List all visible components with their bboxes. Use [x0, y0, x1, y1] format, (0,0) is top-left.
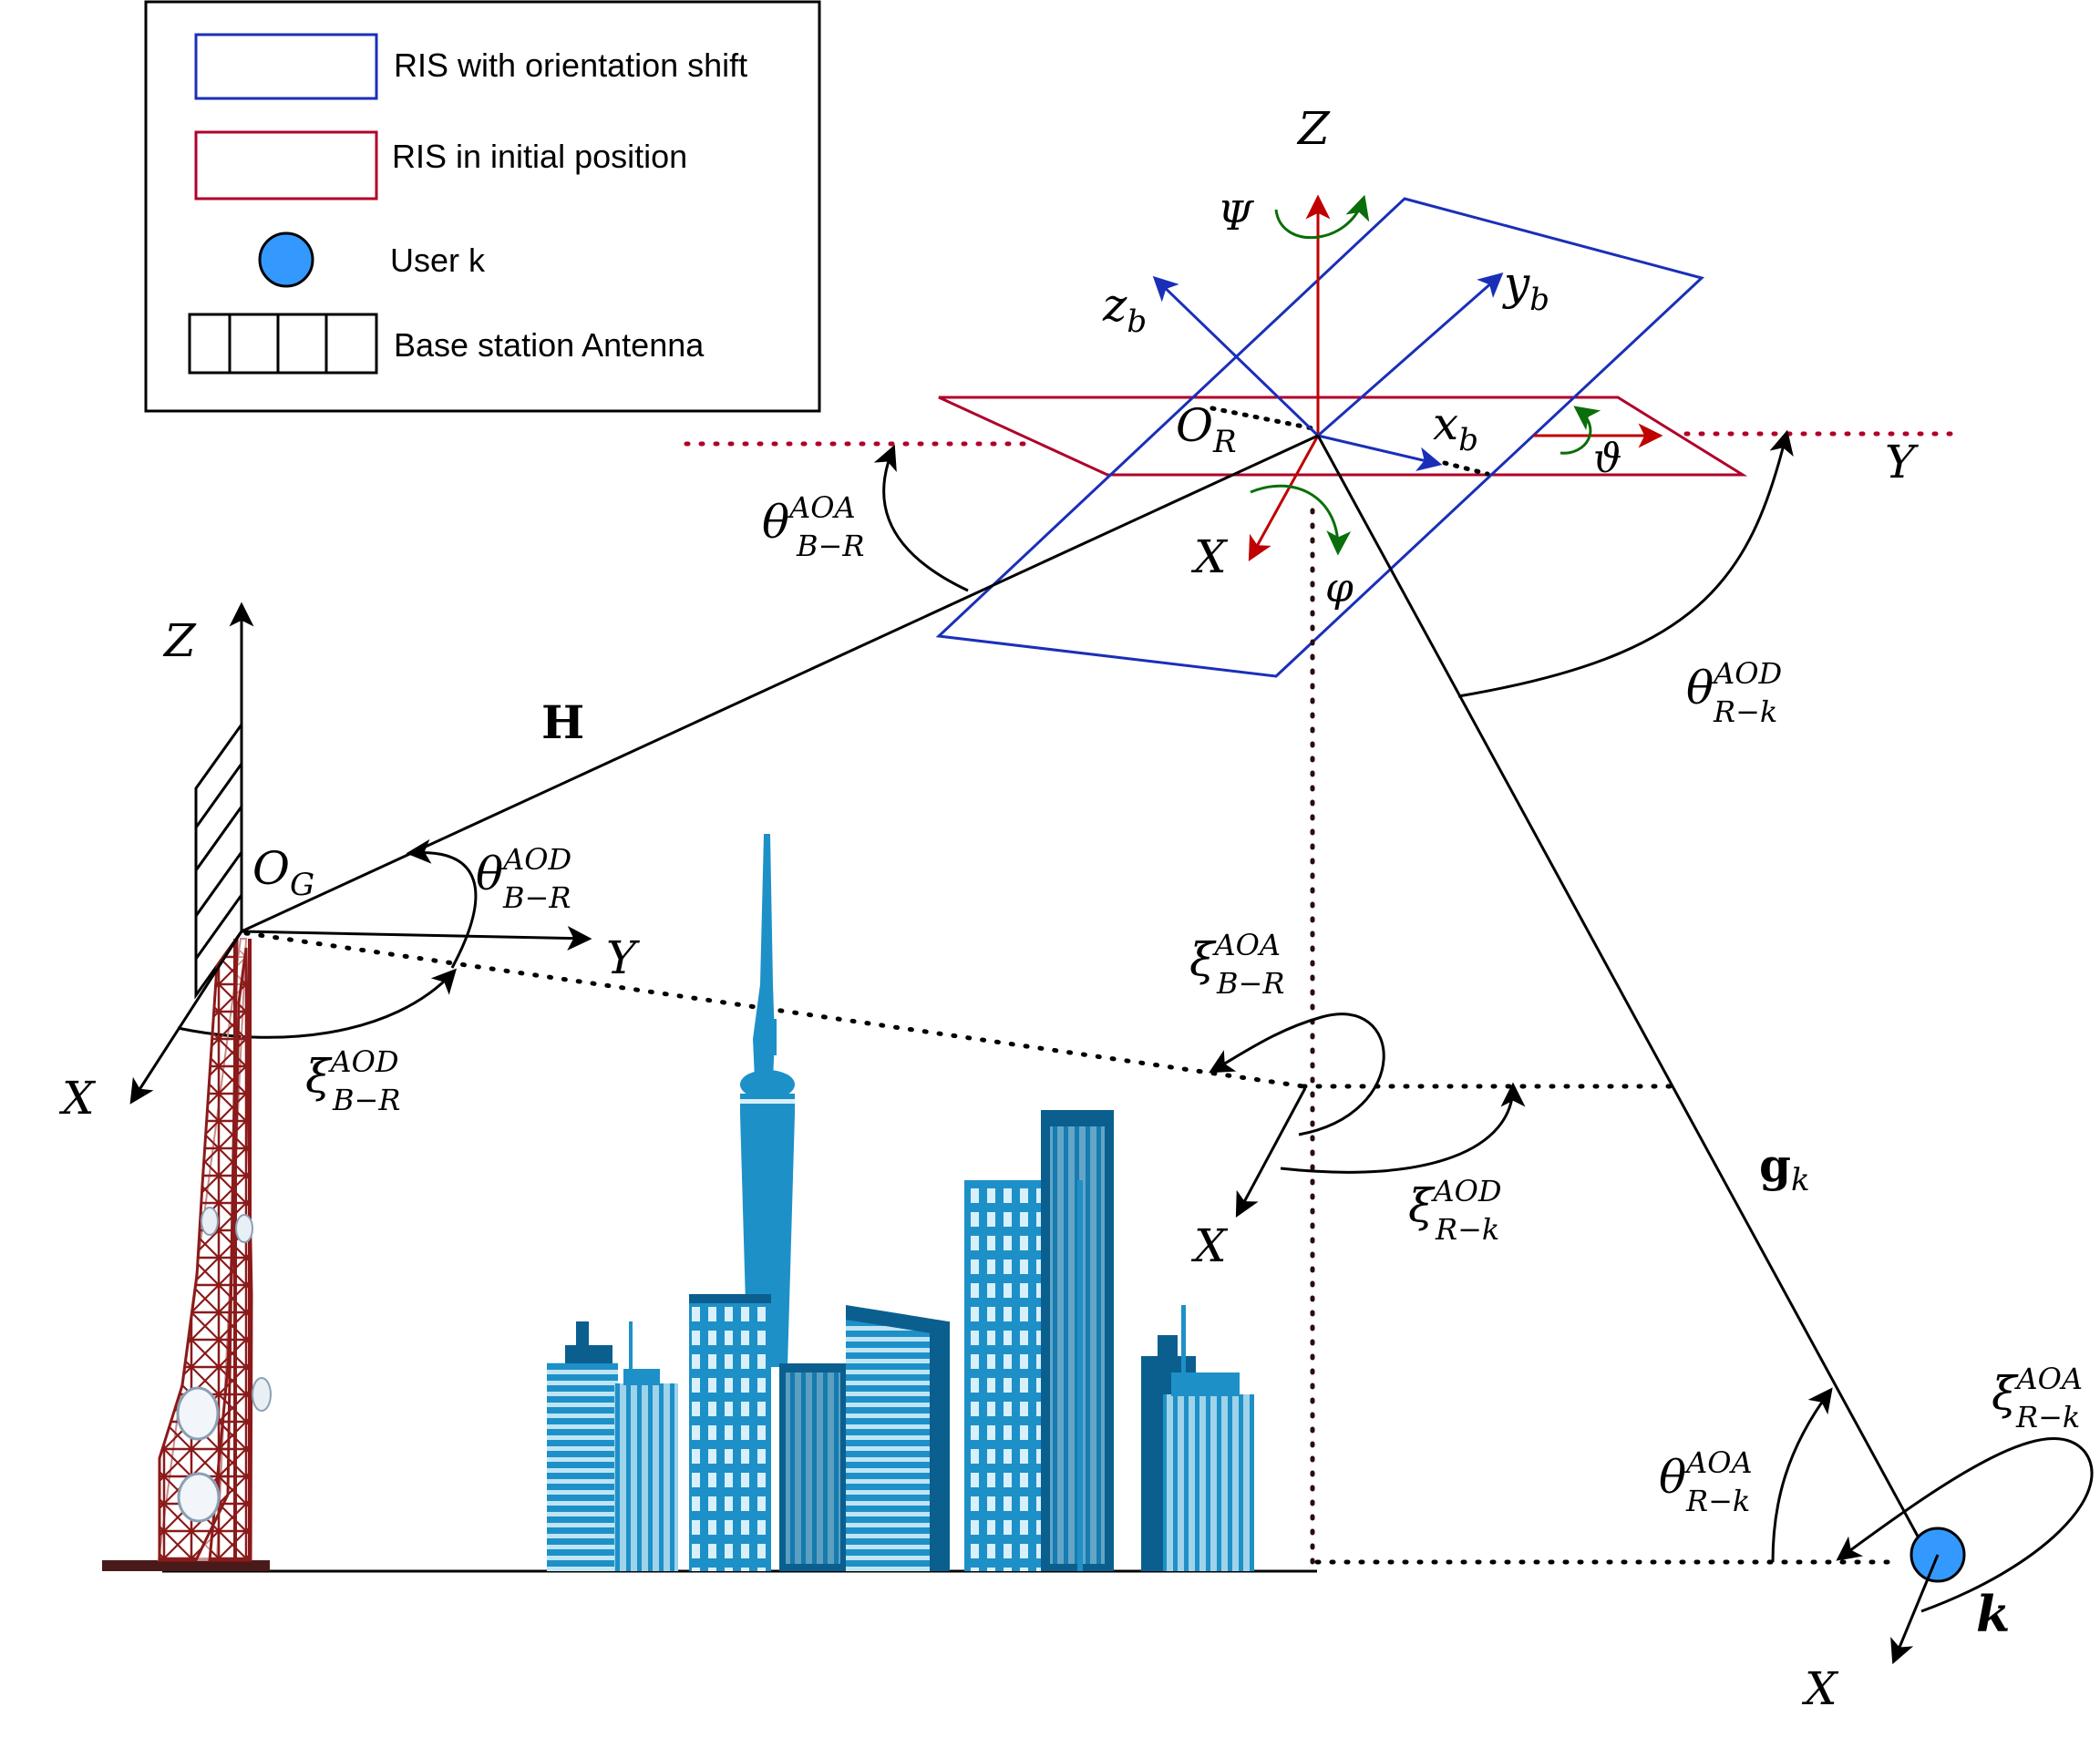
xi-aoa-rk-arc	[1836, 1437, 2094, 1613]
theta-aod-br-arc	[406, 838, 478, 969]
ris-origin-label: OR	[1176, 399, 1237, 460]
projection-x-arrow	[1235, 1087, 1307, 1218]
bs-x-axis-arrow	[129, 930, 243, 1105]
ris-x-axis-arrow	[1248, 435, 1320, 561]
legend: RIS with orientation shift RIS in initia…	[144, 0, 821, 413]
ris-z-label: Z	[1296, 102, 1331, 155]
legend-label-user: User k	[390, 242, 486, 279]
legend-label-bs-antenna: Base station Antenna	[394, 326, 705, 364]
bs-antenna-panel-hatch	[194, 763, 243, 960]
ris-psi-rotation-arrow	[1274, 194, 1370, 240]
xi-aod-rk-arc	[1280, 1082, 1526, 1174]
user-x-axis-arrow	[1890, 1554, 1940, 1665]
ris-origin-dotted-2	[1442, 460, 1490, 477]
ris-varphi-rotation-arrow	[1250, 484, 1352, 556]
ris-yb-axis-arrow	[1317, 272, 1504, 437]
channel-gk-label: gk	[1759, 1138, 1810, 1198]
ris-varphi-label: φ	[1325, 565, 1354, 612]
user-k-label: k	[1976, 1585, 2010, 1643]
legend-label-ris-initial-position: RIS in initial position	[392, 138, 687, 175]
xi-aoa-br-arc	[1209, 1013, 1385, 1136]
ris-psi-label: Ψ	[1218, 193, 1254, 240]
ris-vartheta-rotation-arrow	[1560, 406, 1601, 455]
bs-x-label: X	[58, 1072, 97, 1125]
ris-xb-label: xb	[1433, 397, 1478, 458]
ris-x-label: X	[1190, 530, 1229, 583]
bs-to-projection-dotted-line	[243, 930, 1306, 1089]
user-x-label: X	[1801, 1662, 1839, 1715]
bs-y-label: Y	[606, 931, 640, 984]
legend-user-dot	[258, 231, 314, 288]
ris-group: Z Ψ zb yb OR xb ϑ Y X φ	[684, 102, 1962, 1566]
projection-x-label: X	[1190, 1219, 1229, 1272]
city-skyline	[547, 834, 1254, 1571]
channel-h-label: H	[541, 695, 584, 749]
ris-zb-axis-arrow	[1152, 275, 1320, 437]
ris-yb-label: yb	[1502, 257, 1549, 318]
ris-initial-plane	[938, 396, 1748, 477]
theta-aod-rk-arc	[1457, 429, 1794, 698]
theta-aoa-br-arc	[873, 444, 969, 592]
ris-y-label: Y	[1885, 436, 1919, 488]
user-k: X k	[1801, 1527, 2010, 1715]
theta-aoa-rk-arc	[1771, 1387, 1833, 1563]
ris-shifted-plane	[935, 197, 1704, 678]
legend-swatch-red-rectangle	[194, 130, 378, 200]
legend-frame	[144, 0, 821, 413]
bs-z-label: Z	[162, 614, 197, 667]
ris-xb-axis-arrow	[1317, 434, 1443, 471]
base-station: Z OG Y X	[58, 601, 640, 1571]
bs-tower	[102, 934, 272, 1571]
legend-antenna-array	[188, 313, 378, 375]
bs-y-axis-arrow	[241, 926, 592, 951]
channel-gk-line	[1316, 435, 1929, 1554]
ris-zb-label: zb	[1102, 279, 1147, 340]
ris-vartheta-label: ϑ	[1593, 436, 1621, 482]
legend-label-ris-orientation-shift: RIS with orientation shift	[394, 46, 747, 84]
legend-swatch-blue-rectangle	[194, 33, 378, 100]
bs-origin-label: OG	[252, 842, 314, 903]
